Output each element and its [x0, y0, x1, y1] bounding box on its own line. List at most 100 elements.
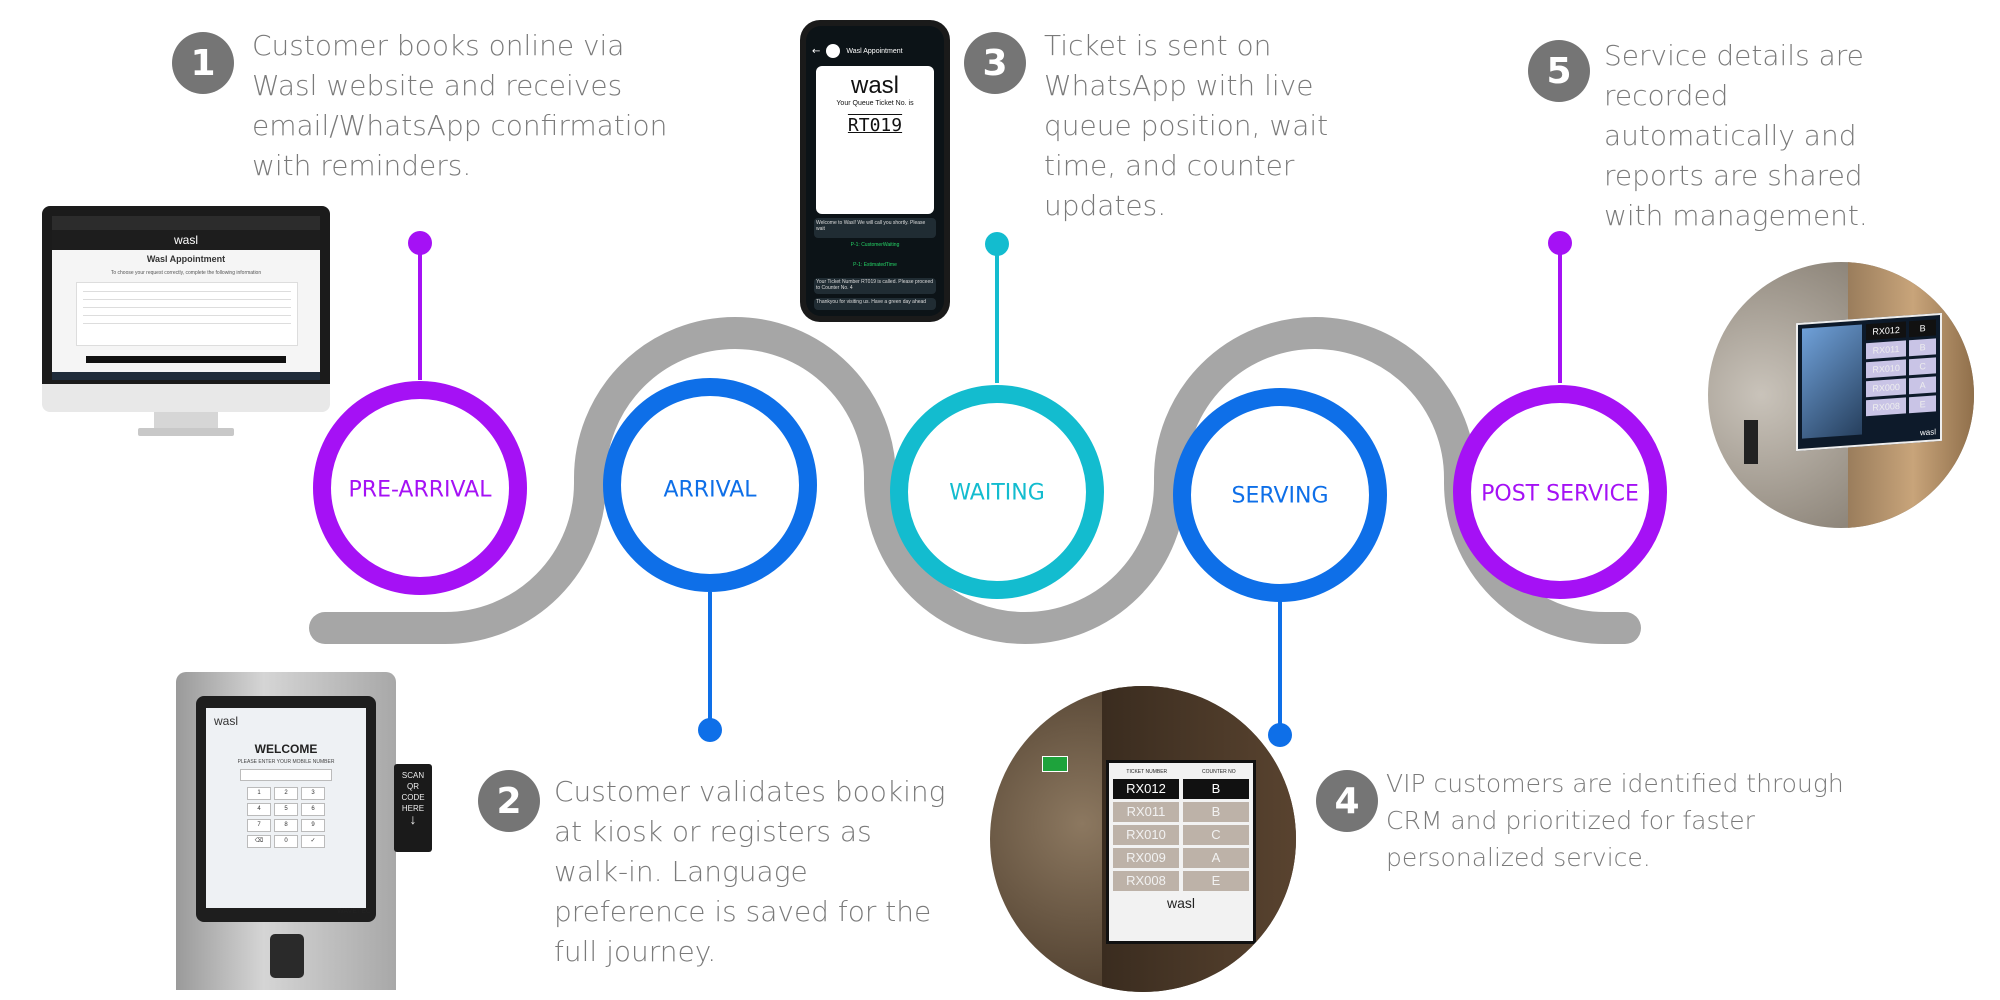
connector-post-service [1548, 231, 1572, 383]
stage-label-arrival: ARRIVAL [663, 477, 757, 503]
kiosk-key[interactable]: 8 [274, 819, 298, 832]
board-col-counter: COUNTER NO [1201, 769, 1236, 775]
kiosk-key[interactable]: 9 [301, 819, 325, 832]
kiosk-mobile-input[interactable] [240, 769, 332, 781]
wall-board-ticket: RX008 [1866, 397, 1907, 417]
monitor-neck [154, 412, 218, 430]
phone-screen: ← Wasl Appointment wasl Your Queue Ticke… [806, 26, 944, 316]
board-ticket: RX009 [1113, 848, 1179, 868]
board-counter: E [1183, 871, 1249, 891]
step-5-badge: 5 [1528, 40, 1590, 102]
booking-submit-button[interactable] [86, 356, 286, 363]
contact-avatar [826, 44, 841, 58]
stage-ring-pre-arrival [313, 381, 527, 595]
kiosk-key[interactable]: 3 [301, 787, 325, 800]
exit-sign [1042, 756, 1068, 772]
board-counter: A [1183, 848, 1249, 868]
step-3-text: Ticket is sent on WhatsApp with live que… [1044, 29, 1329, 222]
kiosk-key[interactable]: 1 [247, 787, 271, 800]
stage-ring-serving [1173, 388, 1387, 602]
kiosk-key[interactable]: 2 [274, 787, 298, 800]
qr-scanner-panel: SCAN QR CODE HERE ↓ [394, 764, 432, 852]
ticket-card: wasl Your Queue Ticket No. is RT019 [816, 66, 934, 214]
wall-board-counter: A [1909, 376, 1936, 395]
ticket-number: RT019 [847, 115, 903, 136]
stage-label-pre-arrival: PRE-ARRIVAL [348, 477, 492, 503]
board-ticket: RX012 [1113, 779, 1179, 799]
step-2-text: Customer validates booking at kiosk or r… [554, 775, 946, 968]
step-1-badge: 1 [172, 32, 234, 94]
board-ticket: RX010 [1113, 825, 1179, 845]
msg-thanks: Thankyou for visiting us. Have a green d… [814, 298, 936, 310]
wall-board-ticket: RX010 [1866, 359, 1907, 379]
monitor-chin [42, 384, 330, 412]
msg-estimated: P-1: EstimatedTime [853, 262, 897, 268]
wall-display-video [1802, 324, 1862, 439]
board-ticket: RX008 [1113, 871, 1179, 891]
step-4-badge: 4 [1316, 770, 1378, 832]
monitor-base [138, 428, 234, 436]
taskbar [52, 372, 320, 380]
board-col-ticket: TICKET NUMBER [1126, 769, 1168, 775]
wall-board-ticket: RX011 [1866, 340, 1907, 360]
chat-title: Wasl Appointment [846, 47, 903, 55]
scan-label-3: CODE [401, 793, 425, 802]
scan-label-2: QR [407, 782, 419, 791]
connector-waiting [985, 232, 1009, 383]
kiosk-screen: wasl WELCOME PLEASE ENTER YOUR MOBILE NU… [206, 708, 366, 908]
kiosk-prompt: PLEASE ENTER YOUR MOBILE NUMBER [237, 759, 335, 765]
ticket-caption: Your Queue Ticket No. is [836, 100, 914, 107]
step-4-text: VIP customers are identified through CRM… [1386, 769, 1844, 872]
board-ticket: RX011 [1113, 802, 1179, 822]
arrow-down-icon: ↓ [409, 811, 417, 827]
step-2-badge: 2 [478, 770, 540, 832]
booking-form[interactable] [76, 282, 298, 346]
wall-board-counter: B [1909, 319, 1936, 338]
step-1-text: Customer books online via Wasl website a… [252, 29, 668, 182]
wall-board-ticket: RX000 [1866, 378, 1907, 398]
back-arrow-icon[interactable]: ← [812, 45, 821, 57]
stage-label-waiting: WAITING [949, 480, 1045, 506]
wall-board-counter: B [1909, 338, 1936, 357]
stage-ring-post-service [1453, 385, 1667, 599]
phone-illustration: ← Wasl Appointment wasl Your Queue Ticke… [800, 20, 950, 322]
kiosk-key[interactable]: 5 [274, 803, 298, 816]
kiosk-logo: wasl [214, 714, 239, 728]
kiosk-key[interactable]: ⌫ [247, 835, 271, 848]
stage-label-post-service: POST SERVICE [1481, 481, 1639, 507]
site-header-logo: wasl [52, 230, 320, 250]
kiosk-key[interactable]: ✓ [301, 835, 325, 848]
wall-board-counter: E [1909, 395, 1936, 414]
board-logo: wasl [1166, 895, 1195, 911]
kiosk-key[interactable]: 0 [274, 835, 298, 848]
kiosk-key[interactable]: 7 [247, 819, 271, 832]
site-title: Wasl Appointment [146, 254, 226, 264]
wall-board-counter: C [1909, 357, 1936, 376]
kiosk-brand: WAVETEC [337, 908, 371, 915]
browser-tab-bar [52, 216, 320, 230]
scan-label-4: HERE [401, 804, 425, 813]
stage-ring-arrival [603, 378, 817, 592]
ticket-logo: wasl [850, 72, 899, 99]
kiosk-in-lobby [1744, 420, 1758, 464]
connector-pre-arrival [408, 231, 432, 380]
msg-welcome: Welcome to Wasl! We will call you shortl… [814, 218, 936, 238]
journey-road [309, 317, 1641, 644]
kiosk-key[interactable]: 4 [247, 803, 271, 816]
kiosk-welcome: WELCOME [254, 742, 318, 756]
kiosk-key[interactable]: 6 [301, 803, 325, 816]
